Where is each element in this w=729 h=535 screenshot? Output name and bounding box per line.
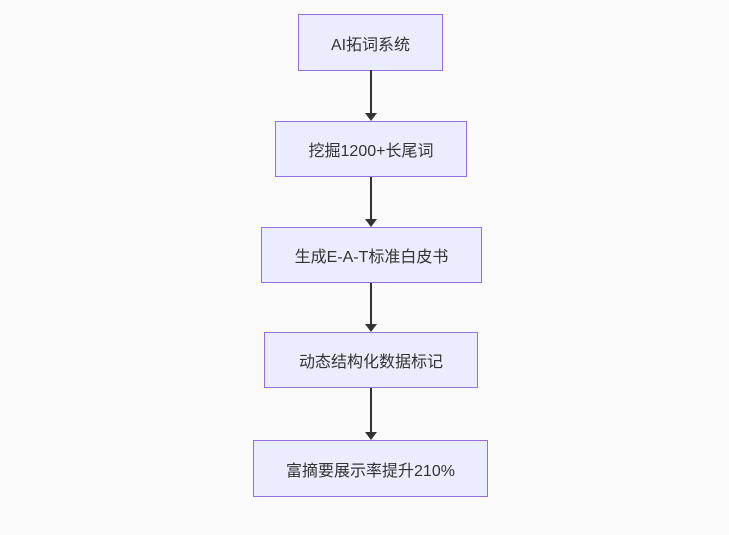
arrow-line <box>370 177 372 219</box>
arrow-down <box>365 177 377 227</box>
arrow-down <box>365 283 377 332</box>
arrow-line <box>370 388 372 432</box>
arrow-down <box>365 388 377 440</box>
arrowhead-icon <box>365 113 377 121</box>
arrowhead-icon <box>365 432 377 440</box>
arrowhead-icon <box>365 324 377 332</box>
flow-node-label: 动态结构化数据标记 <box>298 354 443 371</box>
flow-node-label: AI拓词系统 <box>330 36 411 54</box>
flow-node-label: 生成E-A-T标准白皮书 <box>294 249 449 266</box>
arrowhead-icon <box>365 219 377 227</box>
flow-node-label: 富摘要展示率提升210% <box>286 462 455 480</box>
flow-node-structured-data: 动态结构化数据标记 <box>264 332 478 388</box>
flow-node-rich-snippet-rate: 富摘要展示率提升210% <box>253 440 488 497</box>
flow-node-ai-keyword-system: AI拓词系统 <box>298 14 443 71</box>
arrow-line <box>370 70 372 113</box>
arrow-line <box>370 283 372 324</box>
flow-node-eat-whitepaper: 生成E-A-T标准白皮书 <box>261 227 482 283</box>
flow-node-longtail-keywords: 挖掘1200+长尾词 <box>275 121 467 177</box>
flow-node-label: 挖掘1200+长尾词 <box>308 143 434 160</box>
arrow-down <box>365 70 377 121</box>
